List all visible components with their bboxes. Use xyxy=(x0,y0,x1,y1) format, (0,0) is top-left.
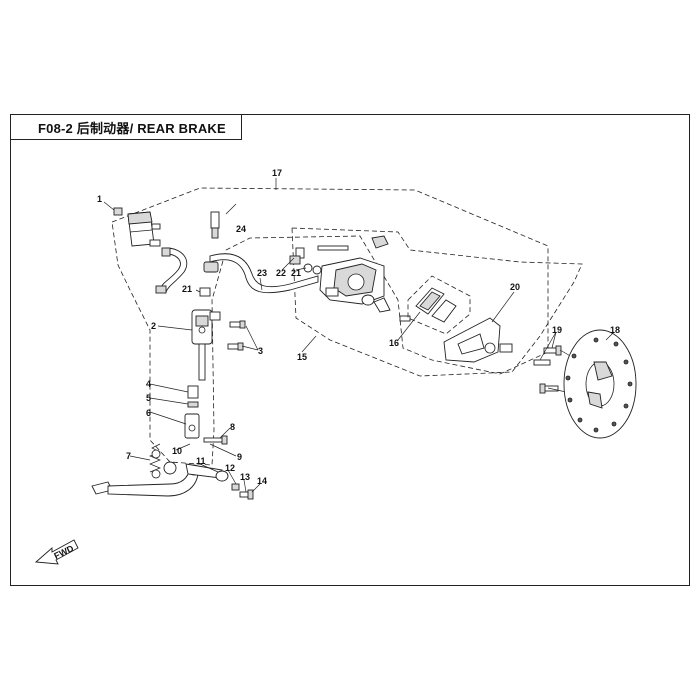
brake-hose-23 xyxy=(209,253,319,294)
clevis-pin-8 xyxy=(203,435,228,445)
bolts-part-3 xyxy=(227,320,246,351)
callout-5: 5 xyxy=(146,393,151,403)
screw-part-1 xyxy=(103,201,123,216)
caliper-bracket-20 xyxy=(443,317,513,363)
group-outline-15 xyxy=(291,227,583,377)
callout-24: 24 xyxy=(236,224,246,234)
callout-16: 16 xyxy=(389,338,399,348)
fwd-arrow-icon: FWD xyxy=(34,539,79,565)
callout-1: 1 xyxy=(97,194,102,204)
callout-20: 20 xyxy=(510,282,520,292)
callout-14: 14 xyxy=(257,476,267,486)
brake-fluid-reservoir xyxy=(127,211,161,247)
callout-4: 4 xyxy=(146,379,151,389)
pushrod-parts-4-6 xyxy=(184,385,200,439)
brake-pedal xyxy=(91,461,223,497)
callout-6: 6 xyxy=(146,408,151,418)
callout-17: 17 xyxy=(272,168,282,178)
brake-pads-16 xyxy=(407,275,471,335)
pedal-pivot-parts-11-14 xyxy=(215,470,254,500)
callout-leaders xyxy=(129,178,615,493)
brake-disc-18 xyxy=(563,329,637,439)
brake-light-switch-24 xyxy=(210,203,237,239)
title-box xyxy=(10,114,242,140)
callout-9: 9 xyxy=(237,452,242,462)
bleeder-and-bolt-parts xyxy=(289,235,411,322)
callout-13: 13 xyxy=(240,472,250,482)
return-spring-7 xyxy=(149,443,161,479)
brake-caliper-15 xyxy=(319,257,385,306)
callout-11: 11 xyxy=(196,456,206,466)
callout-21-right: 21 xyxy=(291,268,301,278)
callout-8: 8 xyxy=(230,422,235,432)
hose-clamp-upper xyxy=(161,247,171,257)
callout-3: 3 xyxy=(258,346,263,356)
callout-10: 10 xyxy=(172,446,182,456)
callout-23: 23 xyxy=(257,268,267,278)
callout-19: 19 xyxy=(552,325,562,335)
callout-12: 12 xyxy=(225,463,235,473)
hose-clamp-lower xyxy=(155,285,167,294)
master-cylinder-2 xyxy=(191,309,221,381)
callout-22: 22 xyxy=(276,268,286,278)
diagram-frame xyxy=(10,114,690,586)
callout-2: 2 xyxy=(151,321,156,331)
callout-18: 18 xyxy=(610,325,620,335)
callout-15: 15 xyxy=(297,352,307,362)
callout-21-left: 21 xyxy=(182,284,192,294)
banjo-fitting-upper xyxy=(199,261,219,297)
page-title: F08-2 后制动器/ REAR BRAKE xyxy=(38,121,226,136)
group-outline-17 xyxy=(111,187,549,466)
callout-7: 7 xyxy=(126,451,131,461)
